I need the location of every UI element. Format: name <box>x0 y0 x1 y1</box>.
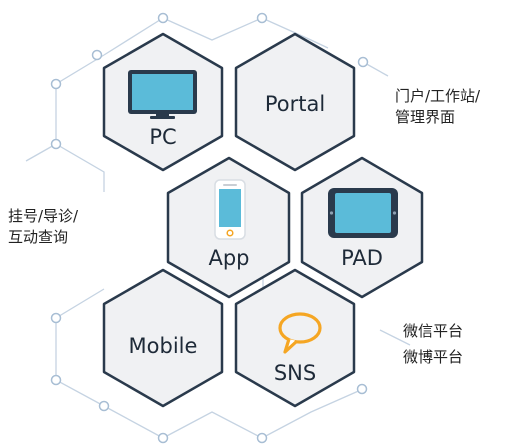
hex-mobile[interactable]: Mobile <box>102 268 224 408</box>
sns-description: 微信平台 微博平台 <box>403 318 463 370</box>
hex-sns-label: SNS <box>274 361 316 385</box>
hex-pad[interactable]: PAD <box>300 156 424 299</box>
hex-pad-label: PAD <box>341 246 383 270</box>
hex-portal-label: Portal <box>265 92 325 116</box>
hex-app-label: App <box>208 246 249 270</box>
portal-description-line-1: 门户/工作站/ <box>395 87 481 105</box>
hex-pc-label: PC <box>149 125 176 149</box>
hex-pc[interactable]: PC <box>102 32 224 172</box>
monitor-icon <box>128 70 197 119</box>
network-nodes <box>50 12 369 444</box>
speech-bubble-icon <box>278 312 322 354</box>
hex-sns[interactable]: SNS <box>234 268 356 408</box>
hex-portal[interactable]: Portal <box>234 32 356 172</box>
sns-description-line-1: 微信平台 <box>403 322 464 340</box>
smartphone-icon <box>214 179 246 240</box>
tablet-icon <box>328 188 398 238</box>
portal-description-line-2: 管理界面 <box>395 108 456 126</box>
portal-description: 门户/工作站/ 管理界面 <box>395 86 480 128</box>
sns-description-line-2: 微博平台 <box>403 348 464 366</box>
hex-app[interactable]: App <box>166 156 291 299</box>
app-description-line-2: 互动查询 <box>8 228 69 246</box>
app-description: 挂号/导诊/ 互动查询 <box>8 206 78 248</box>
app-description-line-1: 挂号/导诊/ <box>8 207 79 225</box>
hex-mobile-label: Mobile <box>129 334 198 358</box>
